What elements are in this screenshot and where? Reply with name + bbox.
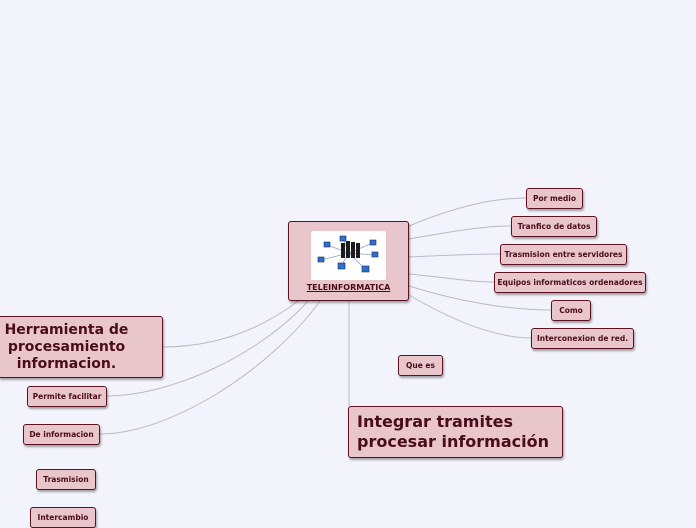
link-herramienta — [161, 300, 299, 348]
node-como[interactable]: Como — [551, 300, 591, 321]
link-permite — [106, 300, 309, 397]
link-como — [408, 285, 553, 311]
node-herramienta-de-procesamiento[interactable]: Herramienta de procesamiento informacion… — [0, 316, 163, 378]
node-por-medio[interactable]: Por medio — [526, 188, 583, 209]
link-equipos — [408, 273, 496, 283]
network-servers-icon — [311, 231, 386, 280]
central-node-teleinformatica[interactable]: TELEINFORMATICA — [288, 221, 409, 301]
central-node-title: TELEINFORMATICA — [306, 283, 391, 292]
link-interconexion — [408, 294, 533, 339]
link-trasmision-servidores — [408, 253, 502, 258]
link-tranfico — [408, 225, 513, 240]
node-integrar-tramites[interactable]: Integrar tramites procesar información — [348, 406, 563, 458]
node-trasmision-entre-servidores[interactable]: Trasmision entre servidores — [500, 244, 627, 265]
node-trasmision[interactable]: Trasmision — [36, 469, 96, 490]
link-de-informacion — [99, 300, 321, 435]
node-intercambio[interactable]: Intercambio — [30, 507, 96, 528]
node-equipos-informaticos[interactable]: Equipos informaticos ordenadores — [494, 272, 646, 293]
node-interconexion-de-red[interactable]: Interconexion de red. — [531, 328, 634, 349]
node-permite-facilitar[interactable]: Permite facilitar — [27, 386, 107, 407]
link-por-medio — [408, 197, 528, 227]
node-de-informacion[interactable]: De informacion — [23, 424, 100, 445]
node-que-es[interactable]: Que es — [398, 355, 443, 376]
node-tranfico-de-datos[interactable]: Tranfico de datos — [511, 216, 597, 237]
